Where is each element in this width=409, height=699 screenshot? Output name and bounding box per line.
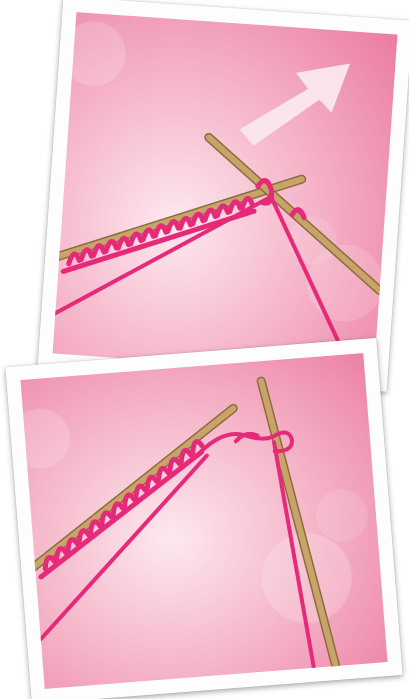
step-photo-insert-needle [37, 0, 409, 392]
step-photo-wrap-yarn [5, 338, 402, 699]
step-illustration-wrap [20, 353, 387, 689]
step-illustration-insert [52, 11, 397, 377]
